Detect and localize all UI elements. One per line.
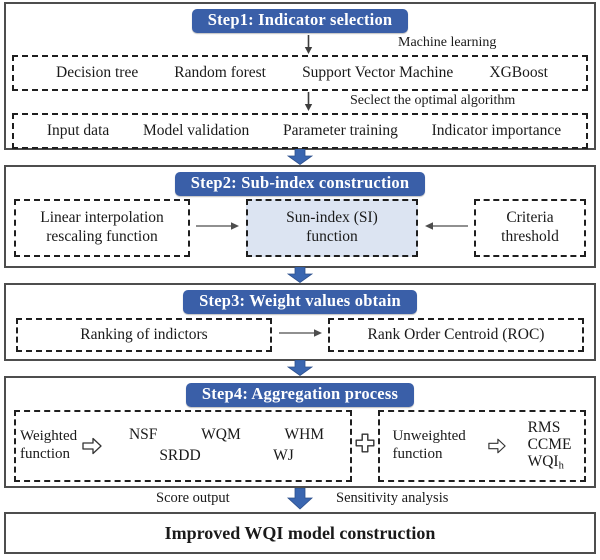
step4-weighted-method-0: NSF (128, 426, 158, 443)
step2-section: Step2: Sub-index construction Linear int… (4, 165, 596, 268)
step1-process-box: Input data Model validation Parameter tr… (12, 112, 588, 149)
step3-roc-box: Rank Order Centroid (ROC) (328, 317, 584, 352)
step3-body: Ranking of indictors Rank Order Centroid… (12, 317, 588, 352)
step1-annotation-2: Seclect the optimal algorithm (350, 92, 516, 108)
step1-annotation-row-1: Machine learning (12, 34, 588, 55)
step4-unweighted-method-2-wrapper: WQIh (528, 453, 564, 472)
step2-left-line1: Linear interpolation (40, 209, 164, 227)
step3-roc-label: Rank Order Centroid (ROC) (367, 325, 545, 343)
step4-header-row: Step4: Aggregation process (12, 381, 588, 409)
step4-unweighted-method-0: RMS (527, 419, 561, 436)
outline-arrow-right-icon (82, 436, 102, 456)
step1-process-0: Input data (46, 121, 110, 139)
step4-weighted-box: Weighted function NSF WQM WHM SRDD WJ (14, 409, 352, 482)
step1-process-2: Parameter training (282, 121, 398, 139)
step4-unweighted-method-2-subscript: h (558, 460, 564, 472)
outline-plus-icon (355, 433, 375, 458)
step4-plus-connector (352, 410, 378, 482)
final-output-box: Improved WQI model construction (4, 512, 596, 554)
step2-header-row: Step2: Sub-index construction (12, 170, 588, 198)
step2-right-line2: threshold (501, 227, 559, 245)
step4-weighted-method-3: SRDD (159, 447, 201, 464)
thin-arrow-left-icon (424, 219, 468, 237)
step4-unweighted-line2: function (392, 445, 443, 462)
step3-section: Step3: Weight values obtain Ranking of i… (4, 283, 596, 361)
step2-header[interactable]: Step2: Sub-index construction (174, 172, 426, 196)
bottom-annotation-row: Score output Sensitivity analysis (4, 487, 596, 515)
step3-header[interactable]: Step3: Weight values obtain (183, 290, 417, 314)
step4-section: Step4: Aggregation process Weighted func… (4, 376, 596, 488)
block-arrow-down-icon (286, 487, 314, 515)
step2-connector-left (190, 199, 246, 257)
step4-body: Weighted function NSF WQM WHM SRDD WJ (12, 409, 588, 482)
step4-weighted-methods: NSF WQM WHM SRDD WJ (107, 426, 346, 465)
final-output-label: Improved WQI model construction (164, 522, 436, 543)
block-arrow-down-icon (286, 266, 314, 288)
step2-center-line1: Sun-index (SI) (286, 209, 378, 227)
step4-unweighted-label: Unweighted function (392, 428, 465, 463)
block-arrow-down-icon (286, 148, 314, 170)
block-arrow-down-icon (286, 359, 314, 381)
connector-step1-step2 (4, 148, 596, 165)
outline-arrow-right-icon (488, 437, 506, 455)
step1-algorithm-3: XGBoost (489, 63, 548, 81)
thin-arrow-right-icon (277, 326, 323, 344)
step4-unweighted-method-1: CCME (527, 436, 572, 454)
step3-header-row: Step3: Weight values obtain (12, 288, 588, 316)
bottom-label-sensitivity-analysis: Sensitivity analysis (336, 490, 449, 506)
step4-weighted-line1: Weighted (20, 428, 78, 445)
step4-unweighted-box: Unweighted function RMS CCME WQIh (378, 409, 586, 482)
step4-weighted-methods-row1: NSF WQM WHM (107, 426, 346, 444)
step1-process-3: Indicator importance (431, 121, 562, 139)
step4-weighted-method-4: WJ (273, 447, 294, 464)
step1-algorithms-box: Decision tree Random forest Support Vect… (12, 54, 588, 91)
step2-criteria-threshold-box: Criteria threshold (474, 198, 586, 257)
step2-left-line2: rescaling function (46, 227, 158, 245)
step1-header-row: Step1: Indicator selection (12, 7, 588, 35)
step2-linear-interpolation-box: Linear interpolation rescaling function (14, 198, 190, 257)
step3-ranking-box: Ranking of indictors (16, 317, 272, 352)
step4-weighted-method-1: WQM (201, 426, 241, 443)
step4-weighted-methods-row2: SRDD WJ (107, 447, 346, 465)
step2-center-line2: function (306, 227, 358, 245)
step4-header[interactable]: Step4: Aggregation process (185, 383, 415, 407)
step1-process-1: Model validation (142, 121, 250, 139)
step2-sub-index-function-box: Sun-index (SI) function (246, 198, 418, 257)
step1-annotation-1: Machine learning (398, 34, 497, 50)
step4-unweighted-methods: RMS CCME WQIh (528, 419, 572, 472)
thin-arrow-right-icon (196, 219, 240, 237)
thin-arrow-down-icon (304, 91, 313, 111)
thin-arrow-down-icon (304, 34, 313, 54)
step1-algorithm-1: Random forest (174, 63, 266, 81)
connector-step2-step3 (4, 266, 596, 283)
step3-connector (272, 318, 328, 352)
step1-algorithm-2: Support Vector Machine (302, 63, 454, 81)
step4-weighted-label: Weighted function (20, 428, 77, 463)
step4-unweighted-line1: Unweighted (392, 428, 466, 445)
step1-section: Step1: Indicator selection Machine learn… (4, 2, 596, 150)
step1-algorithm-0: Decision tree (56, 63, 139, 81)
step4-unweighted-method-2: WQI (527, 453, 559, 471)
step3-ranking-label: Ranking of indictors (80, 325, 208, 343)
step4-weighted-method-2: WHM (284, 426, 325, 443)
bottom-label-score-output: Score output (156, 490, 230, 506)
step1-annotation-row-2: Seclect the optimal algorithm (12, 91, 588, 113)
connector-step3-step4 (4, 359, 596, 376)
step1-header[interactable]: Step1: Indicator selection (191, 9, 409, 33)
step2-connector-right (418, 199, 474, 257)
step2-body: Linear interpolation rescaling function … (12, 198, 588, 257)
step2-right-line1: Criteria (506, 209, 554, 227)
step4-weighted-line2: function (20, 445, 70, 462)
